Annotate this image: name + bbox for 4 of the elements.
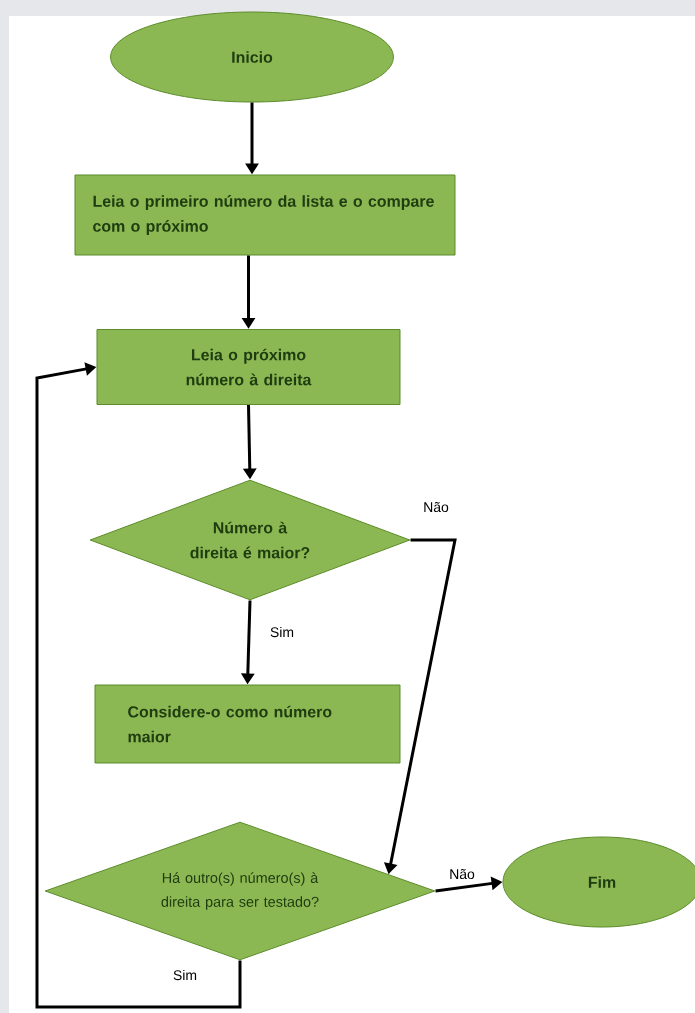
arrow bbox=[35, 362, 242, 1009]
process-box: Considere-o como número maior bbox=[94, 684, 401, 764]
process-box: Leia o primeiro número da lista e o compare com o próximo bbox=[74, 174, 456, 256]
process-box: Leia o próximo número à direita bbox=[96, 329, 401, 405]
